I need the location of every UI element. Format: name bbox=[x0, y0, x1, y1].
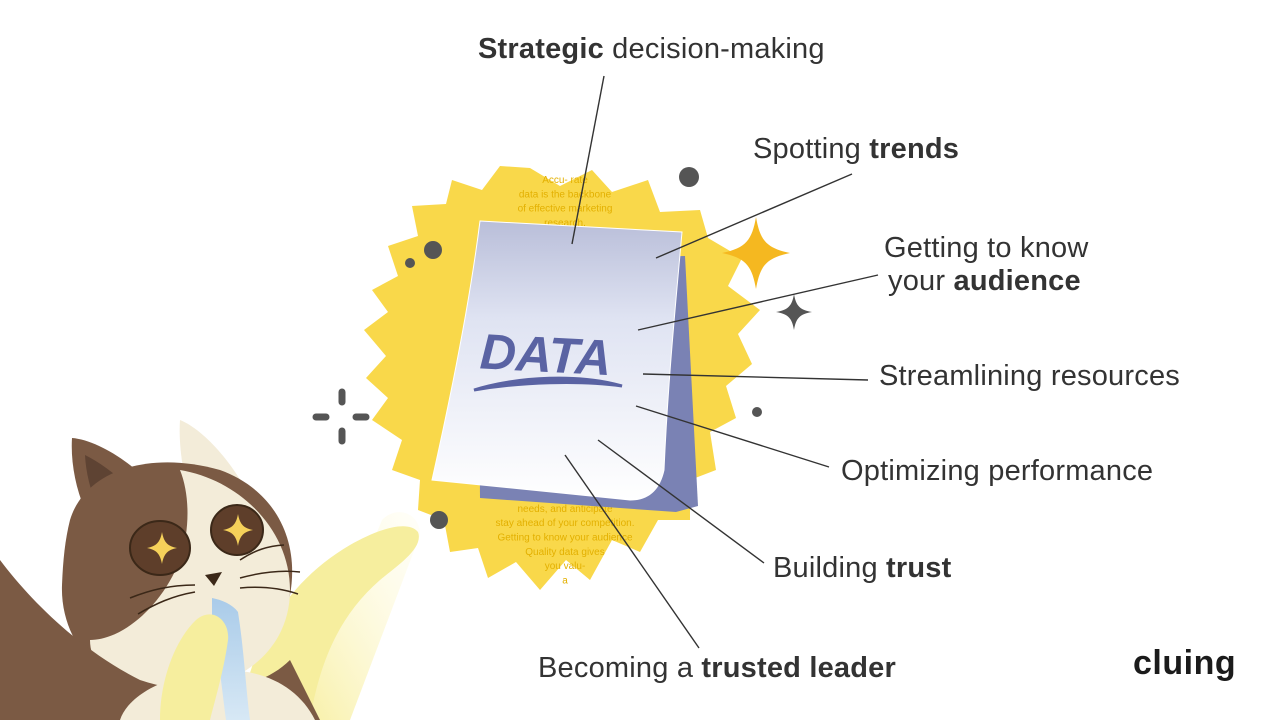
label-plain-part: decision-making bbox=[603, 33, 825, 65]
label-plain-part: Becoming a bbox=[538, 652, 702, 684]
paragraph-line: a bbox=[562, 575, 568, 586]
leader-line-trends bbox=[655, 173, 853, 259]
label-building-trust: Building trust bbox=[773, 552, 952, 585]
label-bold-part: Strategic bbox=[478, 33, 604, 65]
cat-nose bbox=[205, 572, 222, 586]
label-optimizing-performance: Optimizing performance bbox=[841, 455, 1153, 488]
cat-body bbox=[0, 560, 320, 720]
label-strategic-decision-making: Strategic decision-making bbox=[478, 33, 825, 66]
leader-line-audience bbox=[637, 274, 879, 331]
cat-illustration bbox=[0, 420, 420, 720]
leader-line-trust bbox=[597, 439, 765, 564]
paragraph-line: of effective marketing bbox=[518, 204, 613, 215]
paragraph-line: research. bbox=[544, 218, 586, 229]
leader-line-optimizing bbox=[635, 405, 830, 468]
dot-icon bbox=[430, 511, 448, 529]
label-getting-to-know-line2: your audience bbox=[888, 265, 1081, 298]
paragraph-line: Accu- rate bbox=[542, 175, 588, 186]
paragraph-line: data is the backbone bbox=[519, 189, 612, 200]
cat-whiskers bbox=[129, 544, 301, 615]
eye-sparkle-icon bbox=[223, 514, 253, 546]
label-trusted-leader: Becoming a trusted leader bbox=[538, 652, 896, 685]
label-plain-part: Streamlining resources bbox=[879, 360, 1180, 392]
paragraph-line: needs, and anticipate bbox=[517, 504, 613, 515]
paragraph-line: you valu- bbox=[545, 561, 586, 572]
label-spotting-trends: Spotting trends bbox=[753, 133, 959, 166]
label-getting-to-know-line1: Getting to know bbox=[884, 232, 1089, 265]
label-plain-part: Building bbox=[773, 552, 887, 584]
dot-icon bbox=[424, 241, 442, 259]
document-title: DATA bbox=[479, 323, 613, 386]
dot-icon bbox=[405, 258, 415, 268]
label-bold-part: audience bbox=[953, 265, 1081, 297]
paragraph-line: Getting to know your audience bbox=[497, 533, 633, 544]
label-streamlining-resources: Streamlining resources bbox=[879, 360, 1180, 393]
gray-sparkle-icon bbox=[776, 294, 812, 330]
label-plain-part: your bbox=[888, 265, 954, 297]
gold-sparkle-icon bbox=[722, 217, 790, 289]
leader-line-strategic bbox=[571, 75, 605, 245]
brand-logo: cluing bbox=[1133, 644, 1237, 682]
label-plain-part: Getting to know bbox=[884, 232, 1089, 264]
paragraph-line: Quality data gives bbox=[525, 547, 605, 558]
label-bold-part: trusted leader bbox=[701, 652, 896, 684]
label-bold-part: trust bbox=[886, 552, 952, 584]
leader-line-streamlining bbox=[642, 373, 869, 381]
dot-icon bbox=[679, 167, 699, 187]
leader-line-leader bbox=[564, 454, 700, 649]
label-plain-part: Spotting bbox=[753, 133, 870, 165]
cat-paw bbox=[160, 614, 229, 720]
paragraph-line: stay ahead of your competition. bbox=[496, 518, 635, 529]
title-swoosh bbox=[473, 376, 623, 392]
label-plain-part: Optimizing performance bbox=[841, 455, 1154, 487]
eye-sparkle-icon bbox=[147, 532, 177, 564]
label-bold-part: trends bbox=[869, 133, 960, 165]
document-page bbox=[431, 220, 683, 501]
dot-icon bbox=[752, 407, 762, 417]
leader-lines bbox=[564, 75, 879, 649]
crosshair-sparkle-icon bbox=[312, 388, 370, 445]
